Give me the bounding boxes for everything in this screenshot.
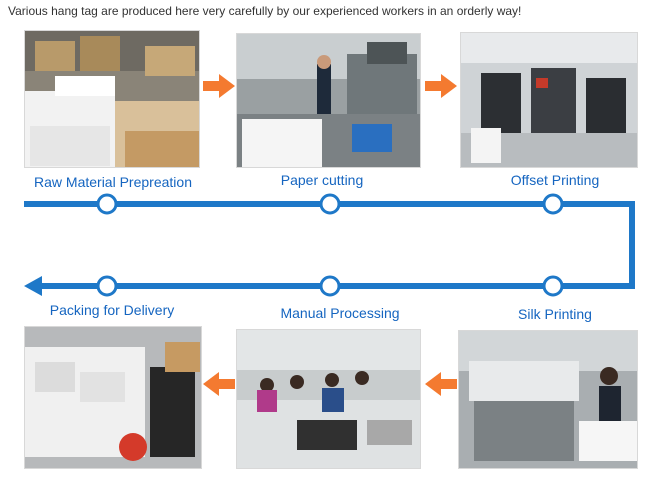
flow-track (24, 201, 635, 289)
photo-packing (24, 326, 202, 469)
step-node-5 (319, 275, 341, 297)
step-node-6 (96, 275, 118, 297)
step-label-raw-material: Raw Material Prepreation (34, 174, 192, 190)
step-label-packing: Packing for Delivery (49, 302, 175, 318)
step-arrow-1-icon (203, 74, 235, 98)
flow-path (24, 193, 635, 297)
photo-paper-cutting (236, 33, 421, 168)
flow-end-arrowhead (24, 276, 42, 296)
photo-raw-material (24, 30, 200, 168)
step-arrow-4-icon (203, 372, 235, 396)
step-label-paper-cutting: Paper cutting (280, 172, 364, 188)
step-label-offset-printing: Offset Printing (510, 172, 600, 188)
photo-manual-processing (236, 329, 421, 469)
photo-silk-printing (458, 330, 638, 469)
header-caption: Various hang tag are produced here very … (8, 4, 522, 18)
step-node-4 (542, 275, 564, 297)
step-node-3 (542, 193, 564, 215)
photo-offset-printing (460, 32, 638, 168)
step-node-2 (319, 193, 341, 215)
step-label-manual-processing: Manual Processing (280, 305, 400, 321)
step-label-silk-printing: Silk Printing (518, 306, 592, 322)
step-node-1 (96, 193, 118, 215)
step-arrow-2-icon (425, 74, 457, 98)
step-arrow-3-icon (425, 372, 457, 396)
